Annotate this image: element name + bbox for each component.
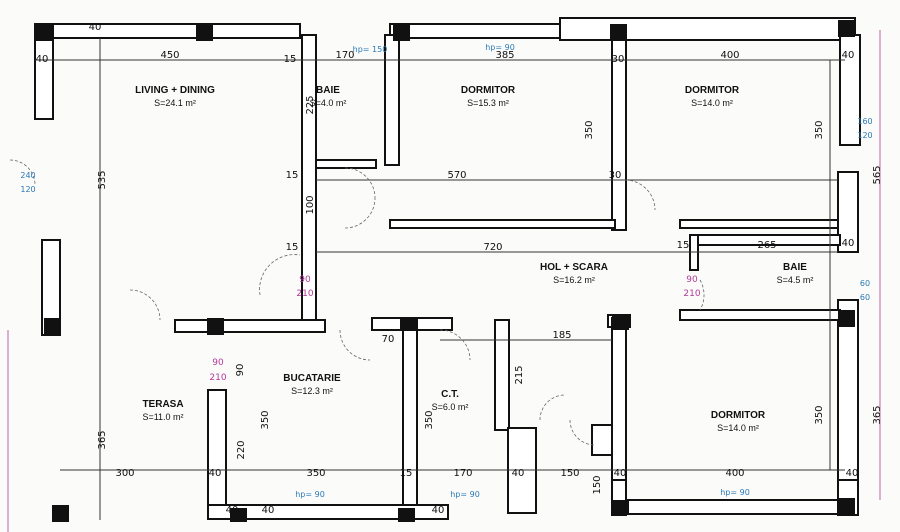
dim-label: 400 [725, 468, 744, 479]
door-width-label: 210 [683, 289, 700, 299]
dim-label: 40 [262, 505, 275, 516]
dim-label: 15 [400, 468, 413, 479]
room-baie2-name: BAIE [783, 262, 807, 273]
columns [35, 20, 855, 522]
room-terasa-area: S=11.0 m² [142, 412, 183, 422]
dim-label: 40 [846, 468, 859, 479]
dim-label: 350 [306, 468, 325, 479]
dim-label: 150 [592, 475, 603, 494]
window-height-label: hp= 90 [720, 488, 750, 497]
window-height-label: hp= 90 [295, 490, 325, 499]
dim-label: 40 [209, 468, 222, 479]
dim-label: 185 [552, 330, 571, 341]
room-dormitor1-area: S=15.3 m² [467, 98, 509, 108]
door-swings [9, 159, 705, 446]
room-living-name: LIVING + DINING [135, 85, 215, 96]
dim-label: 40 [842, 238, 855, 249]
door-width-label: 210 [209, 373, 226, 383]
dim-label: 90 [235, 364, 246, 377]
dim-label: 225 [305, 95, 316, 114]
dimension-lines [7, 30, 881, 532]
room-dormitor3-area: S=14.0 m² [717, 423, 759, 433]
room-ct-area: S=6.0 m² [432, 402, 469, 412]
dim-label: 40 [226, 505, 239, 516]
room-dormitor2-area: S=14.0 m² [691, 98, 733, 108]
dim-label: 40 [89, 22, 102, 33]
door-width-label: 90 [212, 358, 224, 368]
dim-label: 170 [453, 468, 472, 479]
dim-label: 350 [814, 120, 825, 139]
dim-label: 220 [236, 440, 247, 459]
room-dormitor2-name: DORMITOR [685, 85, 740, 96]
dim-label: 350 [814, 405, 825, 424]
dim-label: 40 [432, 505, 445, 516]
window-height-label: hp= 90 [450, 490, 480, 499]
room-living-area: S=24.1 m² [154, 98, 196, 108]
room-hol-area: S=16.2 m² [553, 275, 595, 285]
dim-label: 400 [720, 50, 739, 61]
dim-label: 300 [115, 468, 134, 479]
window-height-label: hp= 150 [353, 45, 388, 54]
dim-label: 40 [614, 468, 627, 479]
room-hol-name: HOL + SCARA [540, 262, 608, 273]
dim-label: 365 [97, 430, 108, 449]
room-baie2-area: S=4.5 m² [777, 275, 814, 285]
room-bucatarie-area: S=12.3 m² [291, 386, 333, 396]
dim-label: 40 [36, 54, 49, 65]
dim-label: 40 [842, 50, 855, 61]
dim-label: 15 [284, 54, 297, 65]
dim-label: 40 [842, 505, 855, 516]
dim-label: 40 [614, 505, 627, 516]
room-baie1-name: BAIE [316, 85, 340, 96]
dim-label: 15 [677, 240, 690, 251]
window-annotations: hp= 150 hp= 90 hp= 90 hp= 90 hp= 90 240 … [20, 43, 872, 499]
dim-label: 170 [335, 50, 354, 61]
room-dormitor1-name: DORMITOR [461, 85, 516, 96]
window-width-label: 240 [20, 171, 35, 180]
window-width-label: 160 [857, 117, 872, 126]
room-terasa-name: TERASA [142, 399, 183, 410]
room-ct-name: C.T. [441, 389, 459, 400]
dim-label: 150 [560, 468, 579, 479]
dim-label: 100 [305, 195, 316, 214]
dim-label: 720 [483, 242, 502, 253]
dim-label: 265 [757, 240, 776, 251]
room-bucatarie-name: BUCATARIE [283, 373, 341, 384]
window-height-label: hp= 90 [485, 43, 515, 52]
window-width-label: 60 [860, 279, 870, 288]
dim-label: 15 [286, 242, 299, 253]
dim-label: 30 [612, 54, 625, 65]
dim-label: 365 [872, 405, 883, 424]
window-width-label: 60 [860, 293, 870, 302]
window-width-label: 120 [20, 185, 35, 194]
dim-label: 70 [382, 334, 395, 345]
room-labels: LIVING + DINING S=24.1 m² BAIE S=4.0 m² … [135, 85, 813, 433]
dim-label: 535 [97, 170, 108, 189]
dim-label: 350 [584, 120, 595, 139]
door-width-label: 90 [686, 275, 698, 285]
dim-label: 30 [609, 170, 622, 181]
dim-label: 15 [286, 170, 299, 181]
dim-label: 450 [160, 50, 179, 61]
dim-label: 350 [424, 410, 435, 429]
dim-label: 40 [512, 468, 525, 479]
room-dormitor3-name: DORMITOR [711, 410, 766, 421]
room-baie1-area: S=4.0 m² [310, 98, 347, 108]
window-width-label: 120 [857, 131, 872, 140]
door-width-label: 210 [296, 289, 313, 299]
dim-label: 215 [514, 365, 525, 384]
dim-label: 350 [260, 410, 271, 429]
door-width-label: 90 [299, 275, 311, 285]
dim-label: 385 [495, 50, 514, 61]
dim-label: 570 [447, 170, 466, 181]
dim-label: 565 [872, 165, 883, 184]
dimension-labels: 450 170 385 400 40 40 15 30 40 570 30 15… [36, 22, 883, 516]
